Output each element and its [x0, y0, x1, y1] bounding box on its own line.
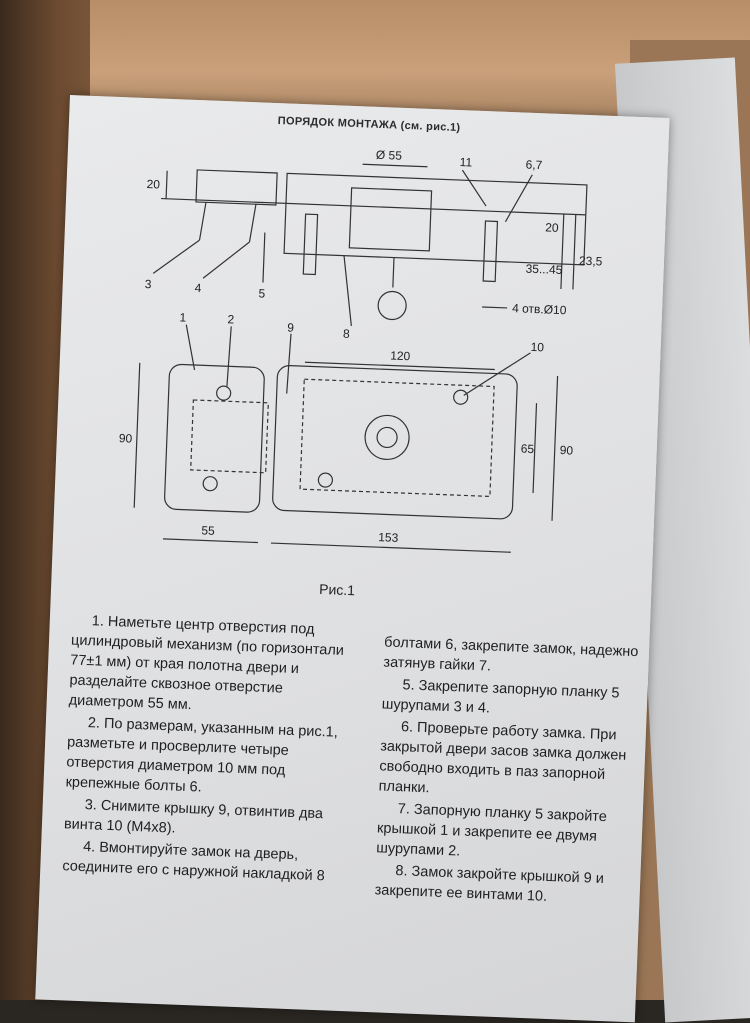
label-10: 10: [530, 340, 544, 355]
strike-plate-hidden-outline: [190, 399, 269, 474]
instructions-right-column: болтами 6, закрепите замок, надежно затя…: [374, 632, 659, 912]
dim-line-h235: [572, 214, 577, 290]
dim-line-h90-left: [133, 362, 141, 508]
key-head: [377, 290, 407, 321]
label-2: 2: [227, 312, 235, 326]
label-4: 4: [194, 281, 202, 295]
instruction-step-4: 4. Вмонтируйте замок на дверь, соедините…: [62, 839, 325, 885]
label-9: 9: [287, 321, 295, 335]
leader-9: [286, 333, 292, 394]
screw-2-top: [216, 385, 232, 401]
bolt-right: [482, 220, 499, 283]
leader-11: [461, 169, 487, 207]
label-3: 3: [145, 277, 153, 291]
dim-line-h20-right: [562, 214, 565, 240]
label-h235: 23,5: [579, 254, 603, 269]
mounting-diagram: Ø 55 11 6,7 20 20 35...45 23,5 3 4 5 8 4…: [119, 148, 603, 553]
label-1: 1: [179, 310, 187, 324]
screw-4: [248, 204, 257, 243]
leader-3: [152, 239, 200, 274]
cylinder-housing: [348, 187, 433, 252]
label-holes: 4 отв.Ø10: [512, 301, 567, 317]
dim-line-d55: [362, 163, 428, 168]
label-h20-left: 20: [146, 177, 160, 192]
instruction-step-7: 7. Запорную планку 5 закройте крышкой 1 …: [376, 801, 608, 860]
leader-10: [463, 352, 531, 396]
label-5: 5: [258, 286, 266, 300]
label-h3545: 35...45: [525, 262, 563, 277]
dim-line-w55: [163, 538, 258, 544]
leader-67: [504, 174, 533, 223]
figure-caption: Рис.1: [318, 580, 356, 599]
instruction-step-1: 1. Наметьте центр отверстия под цилиндро…: [68, 613, 345, 714]
label-w55: 55: [201, 523, 215, 538]
dim-line-w153: [270, 542, 511, 553]
screw-10-bottom: [317, 472, 334, 488]
door-edge-line: [161, 197, 586, 216]
leader-1: [185, 324, 196, 371]
cylinder-hole-outer: [364, 414, 410, 461]
bolt-left: [302, 213, 319, 276]
dim-line-holes: [482, 306, 508, 309]
instruction-step-2: 2. По размерам, указанным на рис.1, разм…: [65, 715, 339, 796]
label-67: 6,7: [525, 158, 543, 173]
key-shaft: [392, 257, 395, 288]
dim-line-h65: [532, 403, 538, 494]
label-8: 8: [343, 327, 351, 341]
dim-line-h20-left: [165, 170, 168, 199]
dim-line-h90-right: [551, 375, 559, 521]
instruction-sheet: ПОРЯДОК МОНТАЖА (см. рис.1): [35, 95, 670, 1023]
instruction-step-6: 6. Проверьте работу замка. При закрытой …: [378, 719, 627, 797]
label-w120: 120: [390, 348, 411, 363]
leader-2: [226, 326, 232, 387]
leader-5: [262, 232, 266, 283]
cylinder-hole-inner: [376, 426, 398, 449]
leader-8: [343, 255, 352, 327]
label-h20-right: 20: [545, 220, 559, 235]
screw-3: [198, 202, 207, 241]
strike-plate-cover-side: [195, 169, 278, 206]
leader-4: [202, 241, 250, 279]
lock-cover-front: [272, 365, 518, 520]
dim-line-h3545: [560, 239, 564, 290]
lock-body-side: [283, 172, 588, 266]
instructions-left-column: 1. Наметьте центр отверстия под цилиндро…: [62, 610, 362, 889]
label-w153: 153: [378, 530, 399, 545]
label-d55: Ø 55: [376, 148, 403, 163]
label-h90-right: 90: [559, 443, 573, 458]
screw-10-top: [453, 389, 469, 405]
instruction-step-8: 8. Замок закройте крышкой 9 и закрепите …: [374, 863, 605, 905]
screw-2-bottom: [202, 476, 218, 492]
label-h65: 65: [520, 442, 534, 457]
dim-line-w120: [304, 361, 495, 371]
lock-hidden-outline: [299, 378, 495, 498]
label-h90-left: 90: [119, 431, 133, 446]
label-11: 11: [459, 155, 472, 169]
strike-plate-cover-front: [164, 363, 265, 513]
